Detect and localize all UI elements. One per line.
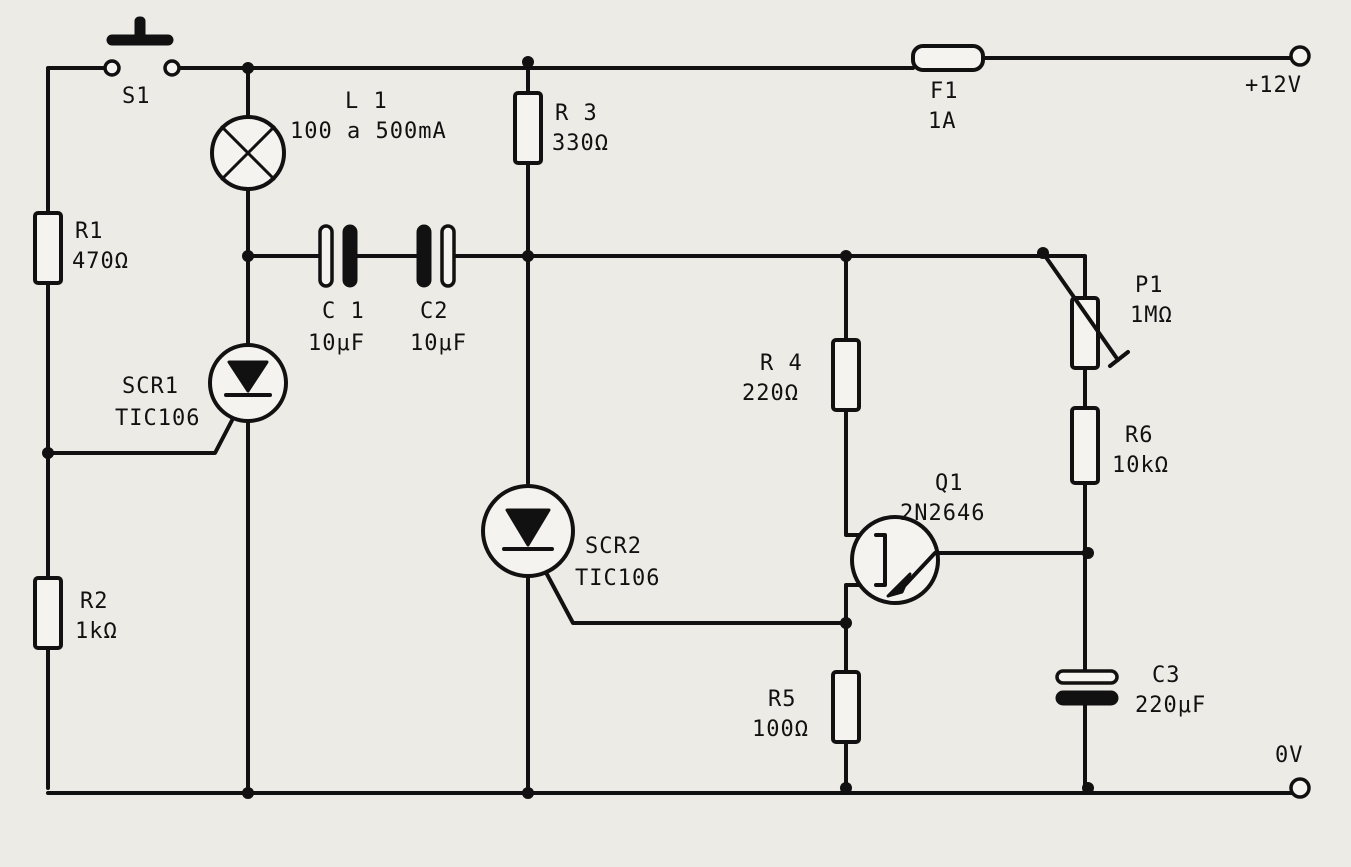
r5-value: 100Ω bbox=[752, 717, 809, 742]
lamp-filament-cross bbox=[220, 125, 276, 181]
terminal-ground: 0V bbox=[1275, 743, 1311, 799]
resistor-r3: R 3 330Ω bbox=[513, 91, 609, 165]
c1-value: 10μF bbox=[308, 331, 365, 356]
r2-value: 1kΩ bbox=[75, 619, 118, 644]
f1-value: 1A bbox=[928, 109, 957, 134]
resistor-r1: R1 470Ω bbox=[33, 211, 129, 285]
c2-value: 10μF bbox=[410, 331, 467, 356]
terminal-positive: +12V bbox=[1245, 45, 1311, 98]
f1-ref: F1 bbox=[930, 79, 959, 104]
ujt-emitter-line bbox=[903, 551, 937, 587]
terminal-ground-pin bbox=[1289, 777, 1311, 799]
wire-r4-to-q1 bbox=[844, 408, 878, 537]
scr1-value: TIC106 bbox=[115, 406, 200, 431]
resistor-body bbox=[1070, 406, 1100, 485]
capacitor-plate-negative bbox=[1055, 690, 1119, 706]
junction-dot bbox=[522, 56, 534, 68]
junction-dot bbox=[242, 250, 254, 262]
scr-anode-triangle bbox=[227, 360, 269, 393]
r4-ref: R 4 bbox=[760, 351, 803, 376]
resistor-body bbox=[33, 211, 63, 285]
transistor-q1: Q1 2N2646 bbox=[850, 471, 985, 605]
r6-ref: R6 bbox=[1125, 423, 1154, 448]
capacitor-c3: C3 220μF bbox=[1055, 663, 1206, 718]
terminal-ground-label: 0V bbox=[1275, 743, 1304, 768]
r2-ref: R2 bbox=[80, 589, 109, 614]
junction-dot bbox=[242, 787, 254, 799]
p1-ref: P1 bbox=[1135, 273, 1164, 298]
r4-value: 220Ω bbox=[742, 381, 799, 406]
r1-ref: R1 bbox=[75, 219, 104, 244]
junction-dot bbox=[840, 782, 852, 794]
resistor-body bbox=[831, 338, 861, 412]
resistor-r2: R2 1kΩ bbox=[33, 576, 118, 650]
r3-value: 330Ω bbox=[552, 131, 609, 156]
capacitor-plate-negative bbox=[342, 224, 358, 288]
c3-value: 220μF bbox=[1135, 693, 1206, 718]
potentiometer-wiper-stop bbox=[1108, 350, 1130, 368]
fuse-body bbox=[911, 44, 985, 72]
ujt-emitter-arrow bbox=[886, 572, 912, 598]
resistor-body bbox=[513, 91, 543, 165]
r1-value: 470Ω bbox=[72, 249, 129, 274]
scr2-ref: SCR2 bbox=[585, 534, 642, 559]
s1-ref: S1 bbox=[122, 84, 151, 109]
r5-ref: R5 bbox=[768, 687, 797, 712]
junction-dot bbox=[1082, 547, 1094, 559]
resistor-r4: R 4 220Ω bbox=[742, 338, 861, 412]
wire-c2-to-right bbox=[452, 254, 1087, 300]
l1-ref: L 1 bbox=[345, 89, 388, 114]
resistor-r5: R5 100Ω bbox=[752, 670, 861, 744]
transistor-body bbox=[850, 515, 940, 605]
junctions bbox=[42, 56, 1094, 799]
terminal-positive-pin bbox=[1289, 45, 1311, 67]
wire-left-rail bbox=[46, 66, 114, 790]
terminal-positive-label: +12V bbox=[1245, 73, 1302, 98]
wire-r1-gate bbox=[46, 403, 242, 455]
capacitor-plate-negative bbox=[416, 224, 432, 288]
c3-ref: C3 bbox=[1152, 663, 1181, 688]
c1-ref: C 1 bbox=[322, 299, 365, 324]
capacitor-plate bbox=[440, 224, 456, 288]
fuse-f1: F1 1A bbox=[911, 44, 985, 134]
potentiometer-p1: P1 1MΩ bbox=[1041, 251, 1173, 370]
junction-dot bbox=[522, 787, 534, 799]
capacitor-plate bbox=[318, 224, 334, 288]
scr-scr1: SCR1 TIC106 bbox=[115, 343, 288, 431]
p1-value: 1MΩ bbox=[1130, 303, 1173, 328]
l1-value: 100 a 500mA bbox=[290, 119, 447, 144]
ujt-base-bar bbox=[874, 533, 887, 587]
wire-gate-scr2 bbox=[532, 548, 848, 625]
capacitor-plate bbox=[1055, 669, 1119, 685]
capacitor-c1: C 1 10μF bbox=[308, 224, 365, 356]
junction-dot bbox=[1082, 782, 1094, 794]
wires bbox=[46, 56, 1295, 795]
q1-ref: Q1 bbox=[935, 471, 964, 496]
scr-anode-triangle bbox=[505, 508, 551, 547]
switch-contact bbox=[163, 59, 181, 77]
c2-ref: C2 bbox=[420, 299, 449, 324]
junction-dot bbox=[42, 447, 54, 459]
switch-actuator-stem bbox=[134, 16, 146, 42]
switch-s1: S1 bbox=[103, 16, 181, 109]
junction-dot bbox=[242, 62, 254, 74]
junction-dot bbox=[840, 617, 852, 629]
q1-value: 2N2646 bbox=[900, 501, 985, 526]
resistor-body bbox=[831, 670, 861, 744]
r6-value: 10kΩ bbox=[1112, 453, 1169, 478]
lamp-l1: L 1 100 a 500mA bbox=[210, 89, 447, 191]
junction-dot bbox=[522, 250, 534, 262]
capacitor-c2: C2 10μF bbox=[410, 224, 467, 356]
r3-ref: R 3 bbox=[555, 101, 598, 126]
scr1-ref: SCR1 bbox=[122, 374, 179, 399]
resistor-r6: R6 10kΩ bbox=[1070, 406, 1169, 485]
potentiometer-wiper bbox=[1041, 251, 1120, 362]
resistor-body bbox=[33, 576, 63, 650]
switch-contact bbox=[103, 59, 121, 77]
junction-dot bbox=[840, 250, 852, 262]
scr-scr2: SCR2 TIC106 bbox=[481, 484, 660, 591]
potentiometer-body bbox=[1070, 296, 1100, 370]
scr2-value: TIC106 bbox=[575, 566, 660, 591]
